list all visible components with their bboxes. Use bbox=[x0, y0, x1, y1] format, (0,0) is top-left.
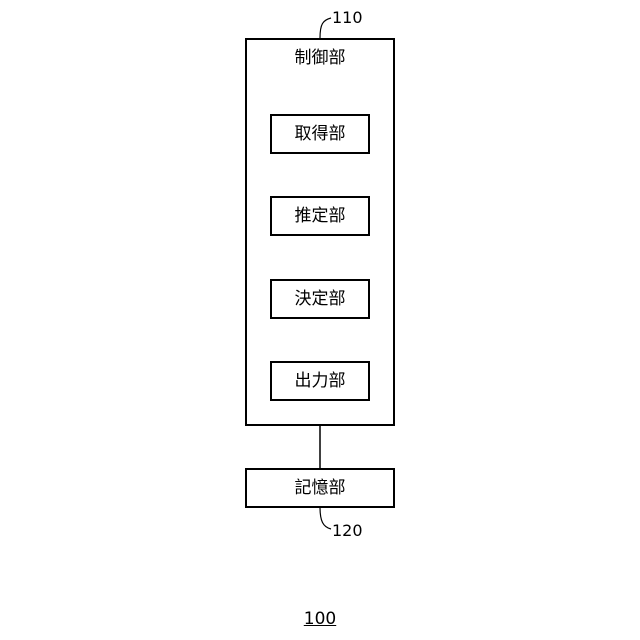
ref-110: 110 bbox=[332, 9, 363, 27]
output-unit-box: 出力部 bbox=[270, 361, 370, 401]
leader-120 bbox=[320, 507, 331, 529]
determination-unit-label: 決定部 bbox=[272, 289, 368, 309]
ref-120: 120 bbox=[332, 522, 363, 540]
control-unit-label: 制御部 bbox=[247, 48, 393, 68]
estimation-unit-label: 推定部 bbox=[272, 206, 368, 226]
storage-unit-box: 記憶部 bbox=[245, 468, 395, 508]
estimation-unit-box: 推定部 bbox=[270, 196, 370, 236]
leader-110 bbox=[320, 18, 331, 38]
output-unit-label: 出力部 bbox=[272, 371, 368, 391]
storage-unit-label: 記憶部 bbox=[247, 478, 393, 498]
acquisition-unit-box: 取得部 bbox=[270, 114, 370, 154]
acquisition-unit-label: 取得部 bbox=[272, 124, 368, 144]
figure-reference: 100 bbox=[300, 609, 340, 629]
determination-unit-box: 決定部 bbox=[270, 279, 370, 319]
